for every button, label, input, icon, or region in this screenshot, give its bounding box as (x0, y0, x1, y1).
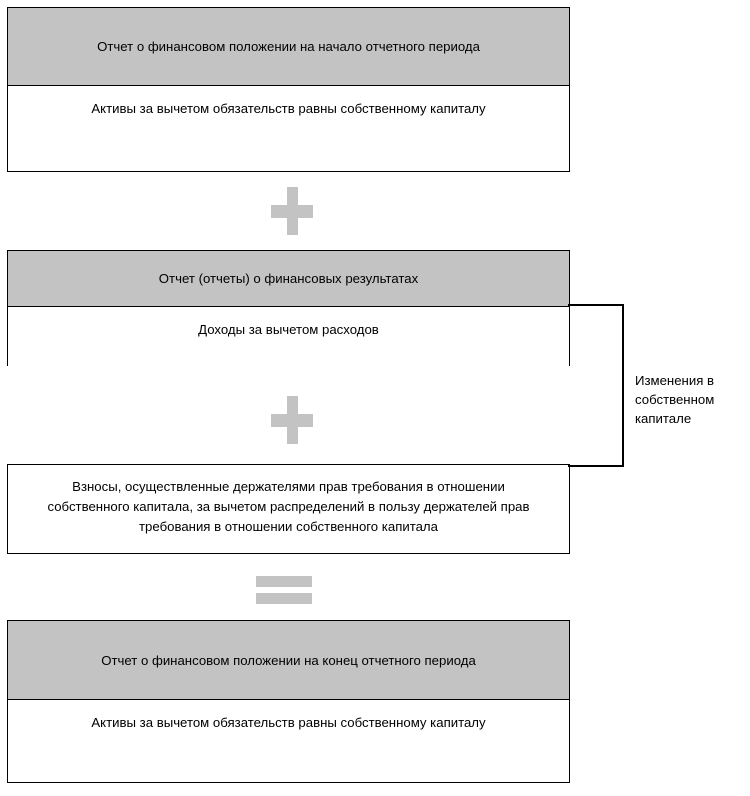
block-header: Отчет о финансовом положении на начало о… (8, 8, 569, 86)
block-body: Активы за вычетом обязательств равны соб… (8, 86, 569, 171)
plus-operator-icon-1 (271, 187, 313, 235)
equals-top-bar (256, 576, 312, 587)
changes-in-equity-label: Изменения в собственном капитале (635, 373, 715, 426)
bracket-top-segment (568, 304, 624, 306)
bracket-bottom-segment (568, 465, 624, 467)
changes-in-equity-bracket (568, 304, 626, 468)
block-equity-holder-contributions: Взносы, осуществленные держателями прав … (7, 464, 570, 554)
bracket-vertical-segment (622, 304, 624, 467)
block-body: Активы за вычетом обязательств равны соб… (8, 700, 569, 782)
block-header: Отчет (отчеты) о финансовых результатах (8, 251, 569, 307)
equals-operator-icon (256, 576, 312, 604)
block-opening-statement-of-financial-position: Отчет о финансовом положении на начало о… (7, 7, 570, 172)
plus-horizontal-bar (271, 205, 313, 218)
block-header: Отчет о финансовом положении на конец от… (8, 621, 569, 700)
equals-bottom-bar (256, 593, 312, 604)
block-body: Доходы за вычетом расходов (8, 307, 569, 367)
plus-operator-icon-2 (271, 396, 313, 444)
block-statement-of-financial-performance: Отчет (отчеты) о финансовых результатах … (7, 250, 570, 367)
block-closing-statement-of-financial-position: Отчет о финансовом положении на конец от… (7, 620, 570, 783)
block-body: Взносы, осуществленные держателями прав … (8, 465, 569, 553)
plus-horizontal-bar (271, 414, 313, 427)
